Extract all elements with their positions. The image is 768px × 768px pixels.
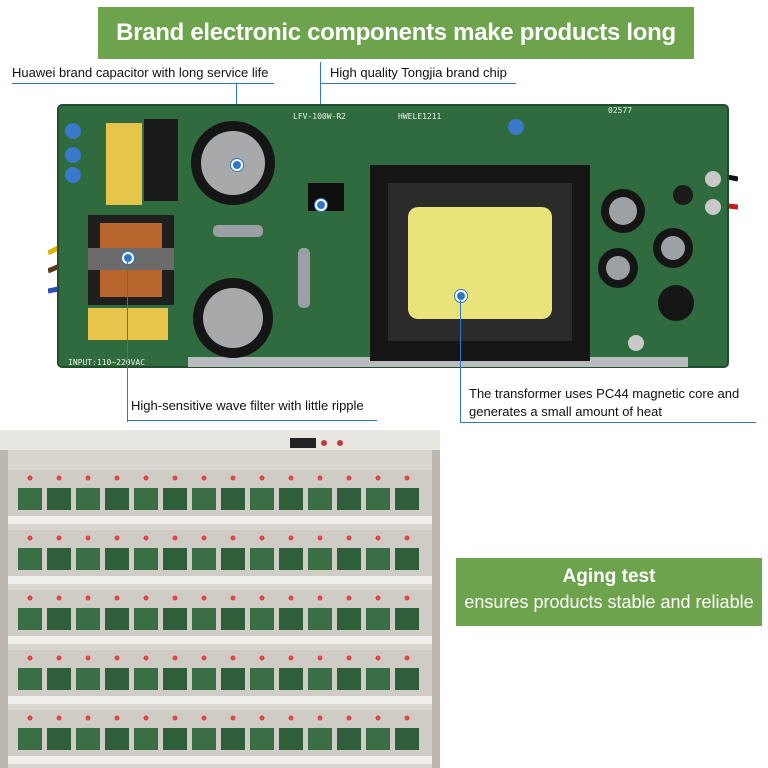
aging-test-subtitle: ensures products stable and reliable [464,592,754,612]
filter-leader-line [127,262,128,422]
capacitor-marker-dot [231,159,243,171]
filter-callout: High-sensitive wave filter with little r… [131,398,364,413]
chip-marker-dot [315,199,327,211]
filter-marker-dot [122,252,134,264]
transformer-callout-underline [460,422,756,423]
chip-callout-underline [320,83,516,84]
aging-rack-photo [0,430,440,768]
transformer-callout-line2: generates a small amount of heat [469,404,662,419]
headline-banner: Brand electronic components make product… [98,7,694,98]
svg-text:02577: 02577 [608,106,632,115]
aging-test-title: Aging test [562,566,656,587]
svg-text:INPUT:110~220VAC: INPUT:110~220VAC [68,358,145,367]
transformer-callout-line1: The transformer uses PC44 magnetic core … [469,386,740,401]
filter-callout-underline [127,420,377,421]
chip-callout: High quality Tongjia brand chip [330,65,507,80]
aging-test-box: Aging test ensures products stable and r… [456,558,762,626]
pcb-maker-silk: HWELE1211 [398,112,442,121]
svg-text:LFV-100W-R2: LFV-100W-R2 [293,112,346,121]
capacitor-callout: Huawei brand capacitor with long service… [12,65,269,80]
transformer-marker-dot [455,290,467,302]
transformer-leader-line [460,300,461,422]
pcb-photo: LFV-100W-R2 HWELE1211 INPUT:110~220VAC 0… [48,104,738,368]
capacitor-callout-underline [12,83,274,84]
